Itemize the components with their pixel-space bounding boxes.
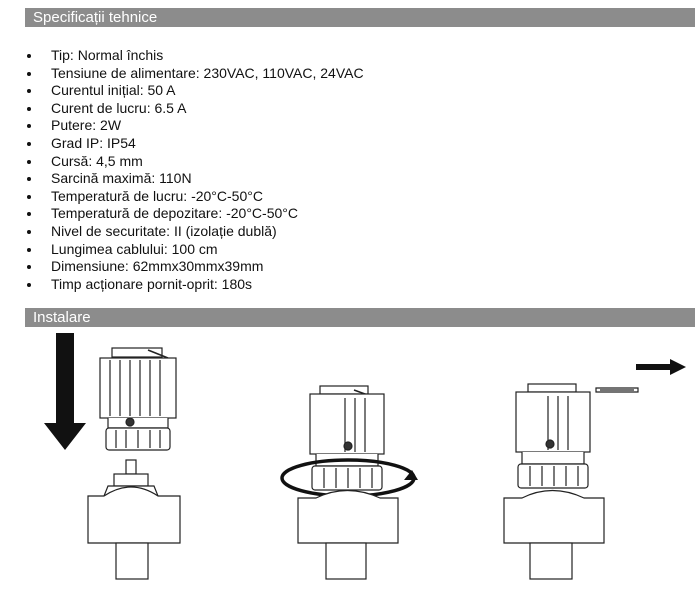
rotate-step-figure [280,385,418,580]
mount-step-figure [44,333,181,580]
spec-item: Tip: Normal închis [25,47,364,65]
spec-item: Lungimea cablului: 100 cm [25,241,364,259]
spec-section-title: Specificații tehnice [33,9,158,26]
installation-illustrations [44,333,686,580]
spec-item: Temperatură de lucru: -20°C-50°C [25,188,364,206]
spec-list: Tip: Normal închis Tensiune de alimentar… [25,47,364,293]
spec-item: Tensiune de alimentare: 230VAC, 110VAC, … [25,65,364,83]
remove-clip-step-figure [503,359,686,580]
spec-item: Sarcină maximă: 110N [25,170,364,188]
install-section-title: Instalare [33,309,91,326]
down-arrow-icon [44,333,86,450]
spec-item: Nivel de securitate: II (izolație dublă) [25,223,364,241]
spec-item: Cursă: 4,5 mm [25,153,364,171]
spec-item: Curent de lucru: 6.5 A [25,100,364,118]
spec-item: Putere: 2W [25,117,364,135]
spec-item: Temperatură de depozitare: -20°C-50°C [25,205,364,223]
spec-item: Dimensiune: 62mmx30mmx39mm [25,258,364,276]
spec-section-header: Specificații tehnice [25,8,695,27]
spec-item: Curentul inițial: 50 A [25,82,364,100]
spec-item: Grad IP: IP54 [25,135,364,153]
install-section-header: Instalare [25,308,695,327]
right-arrow-icon [636,359,686,375]
spec-item: Timp acționare pornit-oprit: 180s [25,276,364,294]
